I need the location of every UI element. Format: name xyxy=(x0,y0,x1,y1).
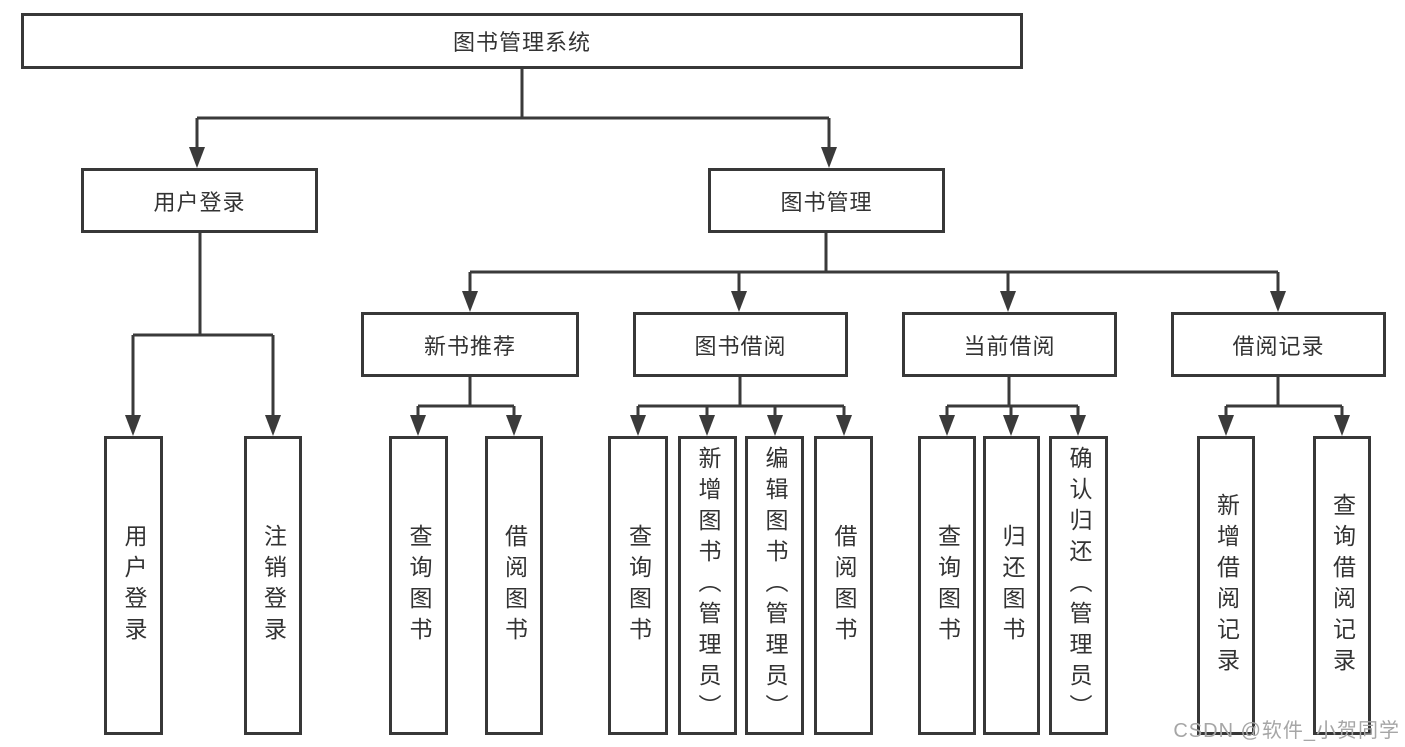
node-new-book-recommendation: 新书推荐 xyxy=(361,312,579,377)
leaf-borrow-books-label: 借阅图书 xyxy=(831,523,857,648)
leaf-borrow-books-recommend: 借阅图书 xyxy=(485,436,543,735)
leaf-user-login: 用户登录 xyxy=(104,436,163,735)
leaf-query-books-recommend-label: 查询图书 xyxy=(406,523,432,648)
leaf-query-books-current-label: 查询图书 xyxy=(934,523,961,648)
leaf-add-borrow-record: 新增借阅记录 xyxy=(1197,436,1255,735)
leaf-user-login-label: 用户登录 xyxy=(121,523,147,648)
leaf-add-books-admin: 新增图书（管理员） xyxy=(678,436,737,735)
leaf-return-books: 归还图书 xyxy=(983,436,1040,735)
leaf-return-books-label: 归还图书 xyxy=(999,523,1025,648)
node-book-borrowing: 图书借阅 xyxy=(633,312,848,377)
node-book-management: 图书管理 xyxy=(708,168,945,233)
leaf-query-books-borrowing: 查询图书 xyxy=(608,436,668,735)
leaf-edit-books-admin: 编辑图书（管理员） xyxy=(745,436,804,735)
csdn-watermark: CSDN @软件_小贺同学 xyxy=(1173,720,1400,742)
leaf-query-books-current: 查询图书 xyxy=(918,436,976,735)
leaf-query-books-borrowing-label: 查询图书 xyxy=(625,523,652,648)
leaf-logout-label: 注销登录 xyxy=(260,523,287,648)
leaf-add-borrow-record-label: 新增借阅记录 xyxy=(1213,492,1240,679)
leaf-logout: 注销登录 xyxy=(244,436,302,735)
leaf-confirm-return-admin: 确认归还（管理员） xyxy=(1049,436,1108,735)
node-user-login: 用户登录 xyxy=(81,168,318,233)
leaf-borrow-books: 借阅图书 xyxy=(814,436,873,735)
node-borrowing-records: 借阅记录 xyxy=(1171,312,1386,377)
leaf-confirm-return-admin-label: 确认归还（管理员） xyxy=(1066,446,1092,725)
node-current-borrowing: 当前借阅 xyxy=(902,312,1117,377)
leaf-query-borrow-record-label: 查询借阅记录 xyxy=(1329,492,1356,679)
node-root: 图书管理系统 xyxy=(21,13,1023,69)
leaf-add-books-admin-label: 新增图书（管理员） xyxy=(695,446,721,725)
leaf-borrow-books-recommend-label: 借阅图书 xyxy=(501,523,528,648)
leaf-edit-books-admin-label: 编辑图书（管理员） xyxy=(762,446,788,725)
leaf-query-books-recommend: 查询图书 xyxy=(389,436,448,735)
leaf-query-borrow-record: 查询借阅记录 xyxy=(1313,436,1371,735)
